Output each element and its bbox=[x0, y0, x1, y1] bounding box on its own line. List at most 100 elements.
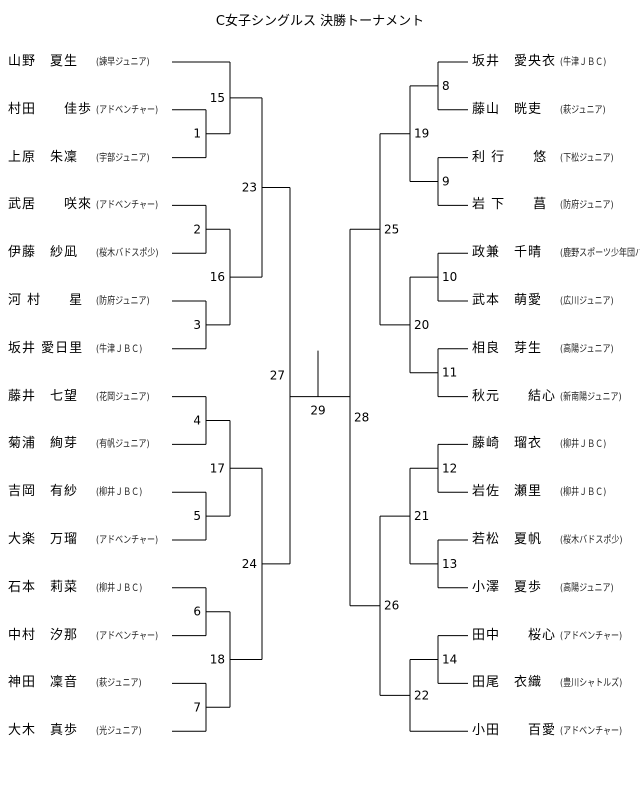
match-number-m28: 28 bbox=[354, 411, 369, 425]
match-number-m25: 25 bbox=[384, 222, 399, 236]
match-number-m6: 6 bbox=[193, 605, 201, 619]
left-entry: 大木 真歩 (光ジュニア) bbox=[8, 722, 153, 740]
player-name: 坂井 愛日里 bbox=[8, 340, 84, 356]
player-club: (豊川シャトルズ) bbox=[560, 678, 623, 690]
player-name: 小澤 夏歩 bbox=[472, 579, 543, 595]
player-name: 菊浦 絢芽 bbox=[8, 436, 79, 452]
player-name: 坂井 愛央衣 bbox=[472, 54, 557, 69]
player-club: (高陽ジュニア) bbox=[560, 582, 614, 594]
match-number-m24: 24 bbox=[242, 557, 257, 571]
left-entry: 吉岡 有紗(柳井ＪＢＣ) bbox=[8, 483, 154, 501]
player-name: 武本 萌愛 bbox=[472, 293, 543, 308]
match-number-m2: 2 bbox=[193, 222, 201, 236]
match-number-m29: 29 bbox=[310, 404, 325, 418]
match-number-m7: 7 bbox=[193, 700, 201, 714]
player-club: (宇部ジュニア) bbox=[96, 152, 150, 164]
match-number-m14: 14 bbox=[442, 653, 457, 667]
player-club: (牛津ＪＢＣ) bbox=[96, 343, 143, 355]
left-entry: 菊浦 絢芽 (有帆ジュニア) bbox=[8, 435, 163, 453]
match-number-m19: 19 bbox=[414, 127, 429, 141]
left-entry: 河 村 星 (防府ジュニア) bbox=[8, 292, 163, 310]
player-club: (桜木バドスポ少) bbox=[96, 248, 159, 260]
right-entry: 秋元 結心(新南陽ジュニア) bbox=[472, 388, 637, 406]
player-club: (萩ジュニア) bbox=[560, 104, 606, 116]
right-entry: 藤崎 瑠衣(柳井ＪＢＣ) bbox=[472, 435, 618, 453]
left-entry: 中村 汐那 (アドベンチャー) bbox=[8, 627, 174, 645]
right-entry: 岩 下 菖 (防府ジュニア) bbox=[472, 196, 627, 214]
match-number-m23: 23 bbox=[242, 180, 257, 194]
left-entry: 上原 朱凜 (宇部ジュニア) bbox=[8, 149, 163, 167]
player-name: 若松 夏帆 bbox=[472, 532, 543, 547]
player-name: 田中 桜心 bbox=[472, 627, 557, 643]
match-number-m27: 27 bbox=[270, 369, 285, 383]
right-entry: 藤山 晄吏 (萩ジュニア) bbox=[472, 101, 617, 119]
left-entry: 石本 莉菜(柳井ＪＢＣ) bbox=[8, 579, 154, 597]
match-number-m15: 15 bbox=[210, 91, 225, 105]
player-club: (有帆ジュニア) bbox=[96, 439, 150, 451]
player-name: 岩 下 菖 bbox=[472, 197, 548, 213]
match-number-m1: 1 bbox=[193, 127, 201, 141]
player-club: (光ジュニア) bbox=[96, 726, 142, 738]
match-number-m26: 26 bbox=[384, 599, 399, 613]
player-club: (アドベンチャー) bbox=[96, 535, 159, 546]
player-club: (アドベンチャー) bbox=[96, 630, 159, 642]
player-name: 相良 芽生 bbox=[472, 340, 543, 356]
player-club: (下松ジュニア) bbox=[560, 152, 614, 164]
match-number-m3: 3 bbox=[193, 318, 201, 332]
match-number-m12: 12 bbox=[442, 461, 457, 475]
right-entry: 相良 芽生 (高陽ジュニア) bbox=[472, 340, 627, 358]
player-club: (萩ジュニア) bbox=[96, 678, 142, 690]
player-club: (桜木バドスポ少) bbox=[560, 535, 623, 546]
match-number-m21: 21 bbox=[414, 509, 429, 523]
right-entry: 坂井 愛央衣(牛津ＪＢＣ) bbox=[472, 53, 618, 71]
player-name: 中村 汐那 bbox=[8, 627, 79, 643]
player-club: (諫早ジュニア) bbox=[96, 57, 150, 68]
left-entry: 藤井 七望(花岡ジュニア) bbox=[8, 388, 163, 406]
match-number-m8: 8 bbox=[442, 79, 450, 93]
player-club: (牛津ＪＢＣ) bbox=[560, 57, 607, 68]
right-entry: 武本 萌愛(広川ジュニア) bbox=[472, 292, 627, 310]
player-name: 山野 夏生 bbox=[8, 54, 79, 69]
player-name: 利 行 悠 bbox=[472, 149, 548, 165]
left-entry: 坂井 愛日里 (牛津ＪＢＣ) bbox=[8, 340, 154, 358]
player-club: (防府ジュニア) bbox=[560, 200, 614, 212]
player-name: 大楽 万瑠 bbox=[8, 532, 79, 547]
player-name: 小田 百愛 bbox=[472, 723, 557, 739]
player-name: 伊藤 紗凪 bbox=[8, 245, 79, 261]
player-club: (防府ジュニア) bbox=[96, 296, 150, 307]
left-entry: 村田 佳歩(アドベンチャー) bbox=[8, 101, 174, 119]
player-name: 秋元 結心 bbox=[472, 388, 557, 404]
player-name: 河 村 星 bbox=[8, 293, 84, 308]
right-entry: 小澤 夏歩 (高陽ジュニア) bbox=[472, 579, 627, 597]
left-entry: 大楽 万瑠 (アドベンチャー) bbox=[8, 531, 174, 549]
player-name: 武居 咲來 bbox=[8, 197, 93, 213]
player-club: (柳井ＪＢＣ) bbox=[96, 582, 143, 594]
right-entry: 利 行 悠 (下松ジュニア) bbox=[472, 149, 627, 167]
match-number-m17: 17 bbox=[210, 461, 225, 475]
right-entry: 若松 夏帆 (桜木バドスポ少) bbox=[472, 531, 638, 549]
bracket-title: C女子シングルス 決勝トーナメント bbox=[215, 14, 425, 29]
match-number-m11: 11 bbox=[442, 366, 457, 380]
player-name: 藤崎 瑠衣 bbox=[472, 436, 543, 452]
player-name: 吉岡 有紗 bbox=[8, 484, 79, 500]
match-number-m9: 9 bbox=[442, 175, 450, 189]
player-club: (新南陽ジュニア) bbox=[560, 391, 622, 403]
match-number-m4: 4 bbox=[193, 414, 201, 428]
player-name: 大木 真歩 bbox=[8, 723, 79, 739]
match-number-m16: 16 bbox=[210, 270, 225, 284]
right-entry: 田尾 衣織(豊川シャトルズ) bbox=[472, 674, 638, 692]
player-name: 村田 佳歩 bbox=[8, 101, 93, 117]
left-entry: 山野 夏生 (諫早ジュニア) bbox=[8, 53, 163, 71]
match-number-m20: 20 bbox=[414, 318, 429, 332]
left-entry: 伊藤 紗凪 (桜木バドスポ少) bbox=[8, 244, 174, 262]
player-name: 岩佐 瀬里 bbox=[472, 484, 543, 500]
right-entry: 岩佐 瀬里(柳井ＪＢＣ) bbox=[472, 483, 618, 501]
right-entry: 政兼 千晴 (鹿野スポーツ少年団バド) bbox=[472, 244, 640, 262]
player-name: 政兼 千晴 bbox=[472, 245, 543, 261]
player-name: 藤山 晄吏 bbox=[472, 101, 543, 117]
player-club: (高陽ジュニア) bbox=[560, 343, 614, 355]
player-club: (鹿野スポーツ少年団バド) bbox=[560, 248, 640, 260]
player-name: 上原 朱凜 bbox=[8, 149, 79, 165]
